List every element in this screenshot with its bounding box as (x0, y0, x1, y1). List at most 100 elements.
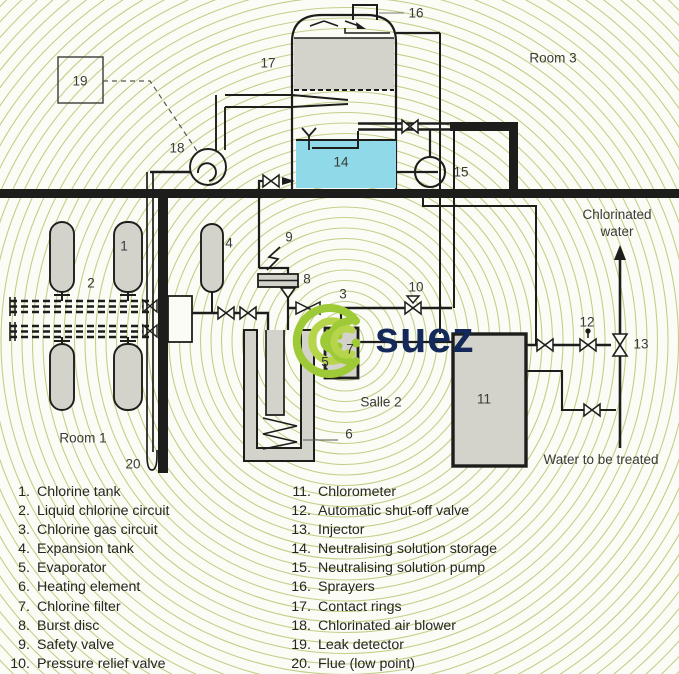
part-label-4: 4 (225, 235, 233, 251)
part-label-11: 11 (476, 391, 492, 407)
legend-item: 17.Contact rings (284, 598, 497, 617)
legend-item: 5. Evaporator (6, 559, 169, 578)
heating-coil (262, 417, 298, 450)
room3-label: Room 3 (529, 50, 577, 66)
part-label-19: 19 (72, 73, 88, 89)
legend-item-label: Safety valve (37, 636, 115, 653)
part-label-2: 2 (87, 275, 95, 291)
room3-wall (450, 122, 518, 198)
water-main (611, 245, 629, 448)
legend-item-number: 3. (18, 522, 30, 539)
legend-item-label: Burst disc (37, 617, 100, 634)
chlorometer (451, 332, 528, 468)
legend-item-number: 19. (291, 636, 311, 653)
part-label-20: 20 (125, 456, 141, 472)
part-label-17: 17 (260, 55, 276, 71)
legend-item: 7.Chlorine filter (6, 598, 169, 617)
legend-item-number: 16. (291, 579, 311, 596)
auto-shutoff-valve (579, 328, 597, 353)
flow-arrow-up (614, 245, 626, 260)
scrubber-column (290, 4, 440, 189)
legend-item-label: Expansion tank (37, 541, 135, 558)
part-label-16: 16 (408, 5, 424, 21)
part-label-3: 3 (339, 286, 347, 302)
chlorine-tanks (49, 221, 143, 411)
evaporator-inner-tube (265, 330, 285, 416)
part-label-6: 6 (345, 426, 353, 442)
legend-item-label: Neutralising solution pump (318, 560, 486, 577)
legend-item-label: Heating element (37, 579, 141, 596)
legend-item: 10.Pressure relief valve (6, 655, 169, 674)
legend-item-label: Liquid chlorine circuit (37, 503, 170, 520)
liquid-chlorine-line (192, 305, 270, 330)
part-label-13: 13 (633, 336, 649, 352)
legend-item-label: Chlorometer (318, 484, 397, 500)
legend-item: 3. Chlorine gas circuit (6, 521, 169, 540)
legend-item: 15. Neutralising solution pump (284, 559, 497, 578)
injection-line (526, 328, 616, 418)
legend-item-number: 9. (18, 636, 30, 653)
legend-item: 13.Injector (284, 521, 497, 540)
chlorinated-water-label: Chlorinated water (582, 207, 652, 239)
salle2-label: Salle 2 (360, 394, 402, 410)
leak-detector-box (57, 56, 198, 152)
part-label-10: 10 (408, 279, 424, 295)
valve (401, 118, 419, 135)
legend-item: 19. Leak detector (284, 636, 497, 655)
legend-item-number: 5. (18, 560, 30, 577)
legend-item: 6. Heating element (6, 578, 169, 597)
legend-item-number: 18. (291, 617, 311, 634)
injector (611, 333, 629, 357)
legend-item-label: Chlorine tank (37, 484, 121, 500)
legend-item: 11.Chlorometer (284, 483, 497, 502)
legend-item-label: Flue (low point) (318, 655, 415, 672)
part-label-12: 12 (579, 314, 595, 330)
neutralising-tank (296, 127, 396, 188)
legend-item: 18.Chlorinated air blower (284, 617, 497, 636)
legend-item-number: 15. (291, 560, 311, 577)
valve (536, 337, 554, 353)
valve (142, 323, 158, 339)
legend-item: 9. Safety valve (6, 636, 169, 655)
legend-item: 1.Chlorine tank (6, 483, 169, 502)
part-label-15: 15 (453, 164, 469, 180)
legend-item-label: Leak detector (318, 636, 404, 653)
valve (217, 305, 235, 321)
legend-item-label: Evaporator (37, 560, 107, 577)
safety-valve (279, 287, 297, 300)
legend-item-label: Automatic shut-off valve (318, 503, 470, 520)
legend-item-number: 20. (291, 655, 311, 672)
legend-item-label: Neutralising solution storage (318, 541, 498, 558)
legend-item-number: 6. (18, 579, 30, 596)
valve (239, 305, 257, 321)
packing-bed (294, 38, 394, 90)
legend-item: 2.Liquid chlorine circuit (6, 502, 169, 521)
air-blower (150, 94, 349, 186)
legend-item-label: Contact rings (318, 598, 402, 615)
legend-item: 14. Neutralising solution storage (284, 540, 497, 559)
legend-item-number: 14. (291, 541, 311, 558)
legend-item-number: 4. (18, 541, 30, 558)
neutralising-loop (358, 118, 450, 189)
chlorine-gas-line (288, 131, 455, 316)
room-divider-wall (158, 198, 168, 473)
legend-item-label: Chlorine gas circuit (37, 522, 158, 539)
tank-sprayer (301, 127, 317, 150)
spark-symbol (266, 246, 281, 271)
legend-item-number: 13. (291, 522, 311, 539)
suez-wordmark: suez (375, 313, 475, 362)
legend-item-label: Sprayers (318, 579, 375, 596)
legend-item-number: 12. (291, 503, 311, 520)
legend-item-number: 8. (18, 617, 30, 634)
expansion-tank (200, 223, 224, 313)
valve (583, 402, 601, 418)
legend-item: 20. Flue (low point) (284, 655, 497, 674)
part-label-7: 7 (346, 341, 354, 357)
part-label-18: 18 (169, 140, 185, 156)
valve (262, 173, 280, 189)
flue-duct (146, 172, 158, 471)
legend-item: 4. Expansion tank (6, 540, 169, 559)
chimney (352, 4, 378, 20)
